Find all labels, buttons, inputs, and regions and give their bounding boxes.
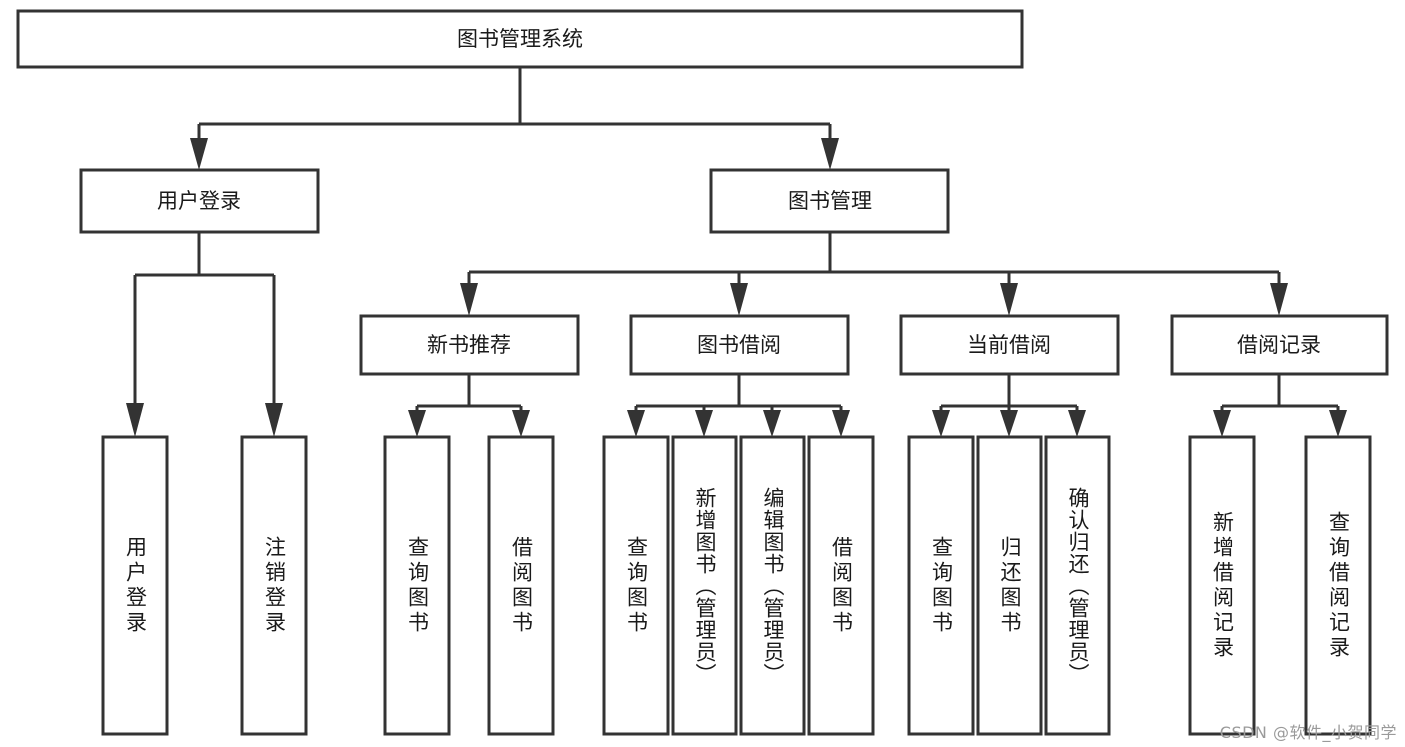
leaf-box-confirm-return-admin[interactable]: [1044, 435, 1111, 736]
arrow-head-icon: [1068, 410, 1086, 437]
arrow-head-icon: [126, 403, 144, 437]
leaf-box-add-record[interactable]: [1188, 435, 1256, 736]
connector-book-manage-to-level2: [460, 232, 1288, 316]
connector-user-login-to-leaves: [126, 232, 283, 437]
arrow-head-icon: [1213, 410, 1231, 437]
leaf-box-logout[interactable]: [240, 435, 308, 736]
node-current-borrow[interactable]: 当前借阅: [899, 314, 1120, 376]
node-root[interactable]: 图书管理系统: [16, 9, 1024, 69]
leaf-box-query-book-b[interactable]: [602, 435, 670, 736]
arrow-head-icon: [932, 410, 950, 437]
connector-new-book-to-leaves: [408, 374, 530, 437]
arrow-head-icon: [512, 410, 530, 437]
leaf-box-borrow-book-a[interactable]: [487, 435, 555, 736]
leaf-box-query-book-a[interactable]: [383, 435, 451, 736]
leaf-box-borrow-book-b[interactable]: [807, 435, 875, 736]
csdn-watermark: CSDN @软件_小贺同学: [1219, 723, 1397, 742]
node-book-manage[interactable]: 图书管理: [709, 168, 950, 234]
connector-book-borrow-to-leaves: [627, 374, 850, 437]
node-new-book[interactable]: 新书推荐: [359, 314, 580, 376]
node-current-borrow-box[interactable]: [899, 314, 1120, 376]
node-root-label: 图书管理系统: [457, 27, 583, 51]
arrow-head-icon: [265, 403, 283, 437]
arrow-head-icon: [832, 410, 850, 437]
arrow-head-icon: [730, 283, 748, 316]
arrow-head-icon: [460, 283, 478, 316]
arrow-head-icon: [1000, 283, 1018, 316]
leaf-box-user-login[interactable]: [101, 435, 169, 736]
node-user-login[interactable]: 用户登录: [79, 168, 320, 234]
leaf-box-query-record[interactable]: [1304, 435, 1372, 736]
node-new-book-box[interactable]: [359, 314, 580, 376]
leaf-box-query-book-c[interactable]: [907, 435, 975, 736]
node-borrow-record[interactable]: 借阅记录: [1170, 314, 1389, 376]
node-book-manage-box[interactable]: [709, 168, 950, 234]
arrow-head-icon: [190, 138, 208, 170]
leaf-box-add-book-admin[interactable]: [671, 435, 738, 736]
arrow-head-icon: [1329, 410, 1347, 437]
node-current-borrow-label: 当前借阅: [967, 333, 1051, 357]
node-user-login-box[interactable]: [79, 168, 320, 234]
connector-borrow-record-to-leaves: [1213, 374, 1347, 437]
leaf-box-return-book[interactable]: [976, 435, 1043, 736]
node-new-book-label: 新书推荐: [427, 333, 511, 357]
node-book-borrow[interactable]: 图书借阅: [629, 314, 850, 376]
node-borrow-record-label: 借阅记录: [1237, 333, 1321, 357]
arrow-head-icon: [1270, 283, 1288, 316]
node-book-borrow-label: 图书借阅: [697, 333, 781, 357]
node-borrow-record-box[interactable]: [1170, 314, 1389, 376]
connector-current-borrow-to-leaves: [932, 374, 1086, 437]
node-book-manage-label: 图书管理: [788, 189, 872, 213]
node-user-login-label: 用户登录: [157, 189, 241, 213]
node-book-borrow-box[interactable]: [629, 314, 850, 376]
leaf-box-edit-book-admin[interactable]: [739, 435, 806, 736]
arrow-head-icon: [408, 410, 426, 437]
arrow-head-icon: [763, 410, 781, 437]
arrow-head-icon: [1000, 410, 1018, 437]
node-root-box[interactable]: [16, 9, 1024, 69]
arrow-head-icon: [821, 138, 839, 170]
connector-root-to-level1: [190, 67, 839, 170]
arrow-head-icon: [627, 410, 645, 437]
arrow-head-icon: [695, 410, 713, 437]
